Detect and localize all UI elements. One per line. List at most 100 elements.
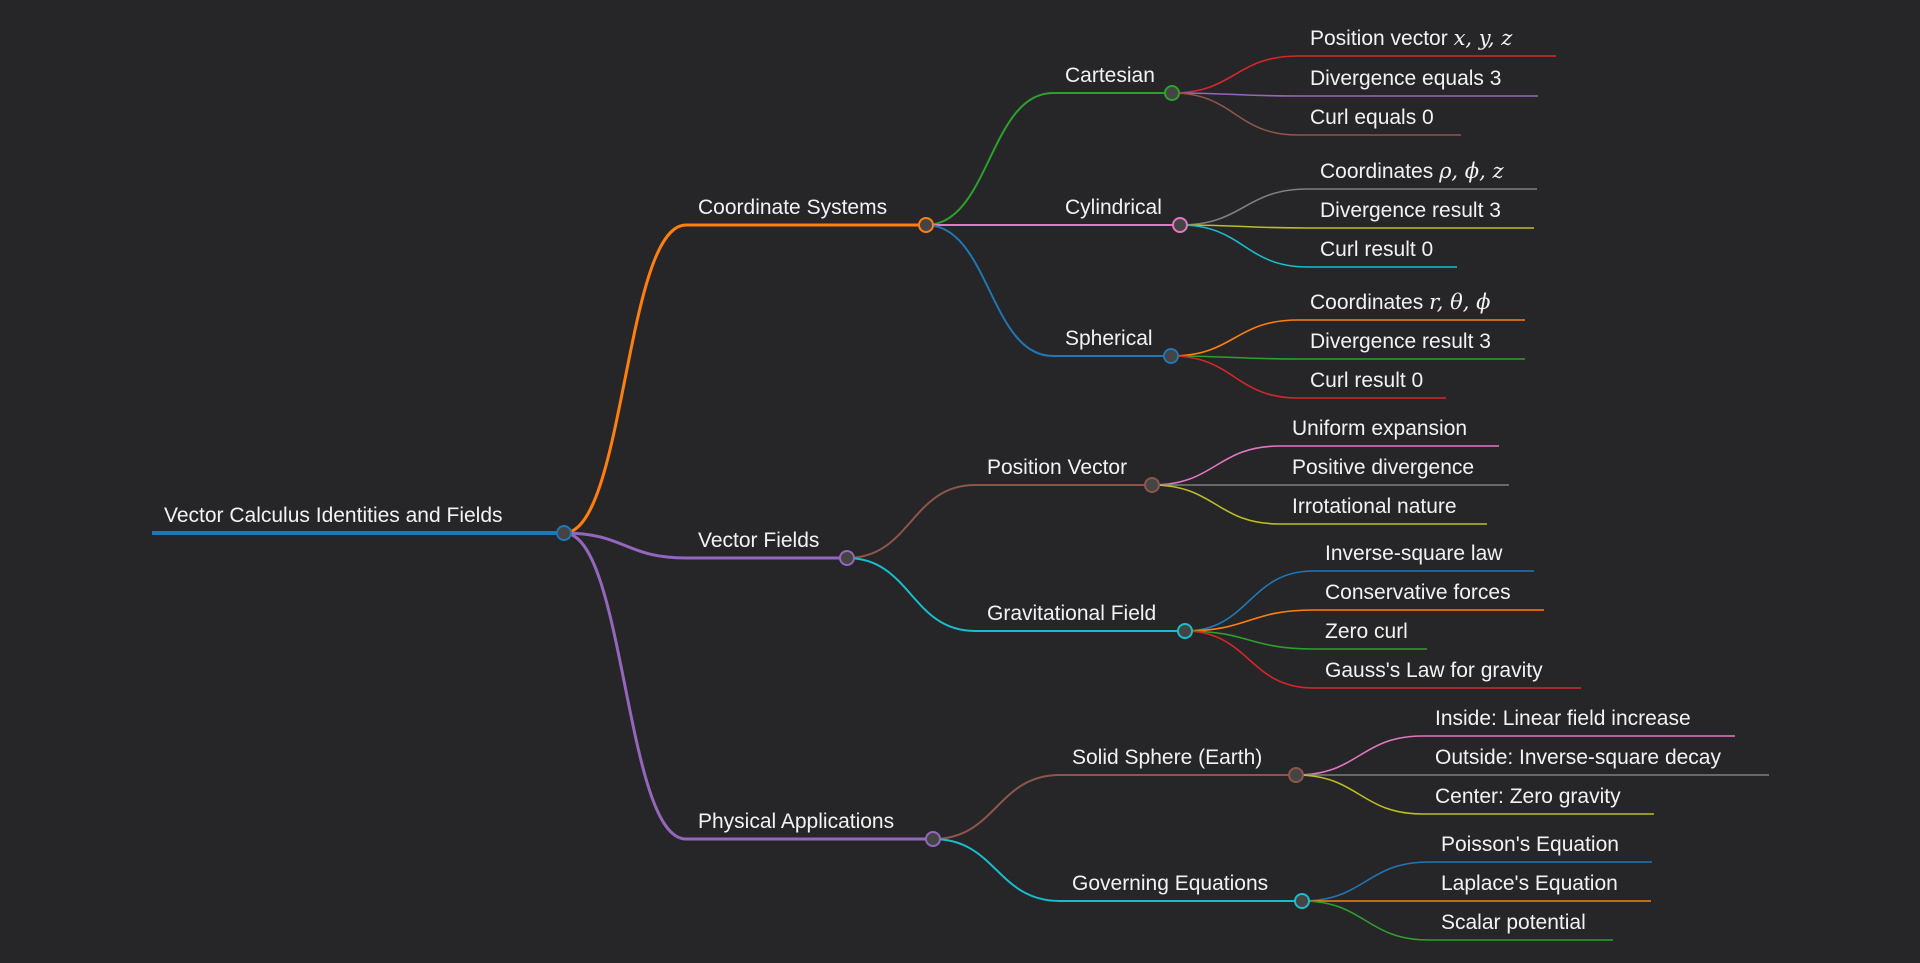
node-gravitational-field[interactable]: Gravitational Field xyxy=(975,602,1193,639)
node-curl-result-0[interactable]: Curl result 0 xyxy=(1308,238,1457,268)
link-curve xyxy=(1295,774,1424,815)
node-label: Center: Zero gravity xyxy=(1435,785,1621,808)
node-inside-linear-field-increase[interactable]: Inside: Linear field increase xyxy=(1423,707,1735,737)
collapse-toggle-icon[interactable] xyxy=(839,550,855,566)
node-scalar-potential[interactable]: Scalar potential xyxy=(1429,911,1613,941)
node-label-text: Uniform expansion xyxy=(1292,417,1467,440)
link-curve xyxy=(1184,609,1314,632)
node-physical-applications[interactable]: Physical Applications xyxy=(686,810,941,847)
node-divergence-result-3[interactable]: Divergence result 3 xyxy=(1308,199,1534,229)
link-curve xyxy=(563,531,687,841)
node-label: Coordinates ρ, ϕ, z xyxy=(1320,159,1504,183)
node-vector-fields[interactable]: Vector Fields xyxy=(686,529,855,566)
link-curve xyxy=(1170,355,1299,399)
node-label: Position vector x, y, z xyxy=(1310,26,1513,50)
node-label-text: Coordinates xyxy=(1320,160,1439,183)
node-vector-calculus-identities-and-fields[interactable]: Vector Calculus Identities and Fields xyxy=(152,504,572,541)
node-label: Curl result 0 xyxy=(1320,238,1433,261)
link-curve xyxy=(1301,861,1430,902)
node-label: Divergence result 3 xyxy=(1320,199,1501,222)
node-coordinate-systems[interactable]: Coordinate Systems xyxy=(686,196,934,233)
node-label-text: Positive divergence xyxy=(1292,456,1474,479)
node-label-text: Cylindrical xyxy=(1065,196,1162,219)
link-curve xyxy=(1179,188,1309,226)
collapse-toggle-icon[interactable] xyxy=(918,217,934,233)
node-label-text: Position vector xyxy=(1310,27,1454,50)
node-label-text: Solid Sphere (Earth) xyxy=(1072,746,1262,769)
node-cartesian[interactable]: Cartesian xyxy=(1053,64,1180,101)
node-curl-result-0[interactable]: Curl result 0 xyxy=(1298,369,1446,399)
collapse-toggle-icon[interactable] xyxy=(1144,477,1160,493)
link-curve xyxy=(1170,355,1299,360)
link-curve xyxy=(932,774,1061,840)
node-center-zero-gravity[interactable]: Center: Zero gravity xyxy=(1423,785,1654,815)
collapse-toggle-icon[interactable] xyxy=(925,831,941,847)
node-label: Spherical xyxy=(1065,327,1153,350)
link-curve xyxy=(1171,92,1299,97)
node-curl-equals-0[interactable]: Curl equals 0 xyxy=(1298,106,1461,136)
node-label-text: Outside: Inverse-square decay xyxy=(1435,746,1721,769)
link-curve xyxy=(1179,224,1309,229)
collapse-toggle-icon[interactable] xyxy=(1294,893,1310,909)
node-position-vector[interactable]: Position Vector xyxy=(975,456,1160,493)
node-label-text: Coordinates xyxy=(1310,291,1429,314)
node-label-text: Vector Fields xyxy=(698,529,819,552)
node-label: Position Vector xyxy=(987,456,1127,479)
node-uniform-expansion[interactable]: Uniform expansion xyxy=(1280,417,1499,447)
node-label-text: Center: Zero gravity xyxy=(1435,785,1621,808)
link-curve xyxy=(1171,55,1299,94)
node-zero-curl[interactable]: Zero curl xyxy=(1313,620,1427,650)
node-solid-sphere-earth[interactable]: Solid Sphere (Earth) xyxy=(1060,746,1304,783)
node-label-text: Divergence result 3 xyxy=(1310,330,1491,353)
node-positive-divergence[interactable]: Positive divergence xyxy=(1280,456,1509,486)
link-curve xyxy=(1171,92,1299,136)
node-outside-inverse-square-decay[interactable]: Outside: Inverse-square decay xyxy=(1423,746,1769,776)
node-label: Laplace's Equation xyxy=(1441,872,1618,895)
node-label-text: Conservative forces xyxy=(1325,581,1511,604)
link-curve xyxy=(1170,319,1299,357)
node-label-text: Coordinate Systems xyxy=(698,196,887,219)
node-cylindrical[interactable]: Cylindrical xyxy=(1053,196,1188,233)
node-label-text: Irrotational nature xyxy=(1292,495,1457,518)
link-curve xyxy=(563,531,687,560)
node-label: Vector Fields xyxy=(698,529,819,552)
node-label-math: ρ, ϕ, z xyxy=(1438,159,1504,183)
collapse-toggle-icon[interactable] xyxy=(1164,85,1180,101)
link-curve xyxy=(925,224,1054,357)
node-divergence-result-3[interactable]: Divergence result 3 xyxy=(1298,330,1525,360)
node-label: Vector Calculus Identities and Fields xyxy=(164,504,503,527)
node-coordinates-z[interactable]: Coordinates ρ, ϕ, z xyxy=(1308,159,1537,190)
node-label: Coordinate Systems xyxy=(698,196,887,219)
node-spherical[interactable]: Spherical xyxy=(1053,327,1179,364)
node-label-text: Inside: Linear field increase xyxy=(1435,707,1691,730)
node-laplace-s-equation[interactable]: Laplace's Equation xyxy=(1429,872,1651,902)
collapse-toggle-icon[interactable] xyxy=(1177,623,1193,639)
link-curve xyxy=(1301,900,1430,941)
node-position-vector-x-y-z[interactable]: Position vector x, y, z xyxy=(1298,26,1556,57)
node-label: Inverse-square law xyxy=(1325,542,1503,565)
node-label: Curl equals 0 xyxy=(1310,106,1434,129)
node-label-text: Scalar potential xyxy=(1441,911,1586,934)
node-label: Governing Equations xyxy=(1072,872,1268,895)
link-curve xyxy=(1295,735,1424,776)
node-label: Physical Applications xyxy=(698,810,894,833)
node-governing-equations[interactable]: Governing Equations xyxy=(1060,872,1310,909)
node-label: Zero curl xyxy=(1325,620,1408,643)
collapse-toggle-icon[interactable] xyxy=(1172,217,1188,233)
node-gauss-s-law-for-gravity[interactable]: Gauss's Law for gravity xyxy=(1313,659,1581,689)
node-conservative-forces[interactable]: Conservative forces xyxy=(1313,581,1544,611)
collapse-toggle-icon[interactable] xyxy=(1163,348,1179,364)
collapse-toggle-icon[interactable] xyxy=(556,525,572,541)
node-irrotational-nature[interactable]: Irrotational nature xyxy=(1280,495,1487,525)
node-label: Solid Sphere (Earth) xyxy=(1072,746,1262,769)
node-divergence-equals-3[interactable]: Divergence equals 3 xyxy=(1298,67,1538,97)
node-coordinates-r[interactable]: Coordinates r, θ, ϕ xyxy=(1298,290,1525,321)
node-label-text: Divergence equals 3 xyxy=(1310,67,1501,90)
node-poisson-s-equation[interactable]: Poisson's Equation xyxy=(1429,833,1652,863)
link-curve xyxy=(563,223,687,535)
node-inverse-square-law[interactable]: Inverse-square law xyxy=(1313,542,1534,572)
node-label-text: Gravitational Field xyxy=(987,602,1156,625)
collapse-toggle-icon[interactable] xyxy=(1288,767,1304,783)
node-label: Divergence result 3 xyxy=(1310,330,1491,353)
